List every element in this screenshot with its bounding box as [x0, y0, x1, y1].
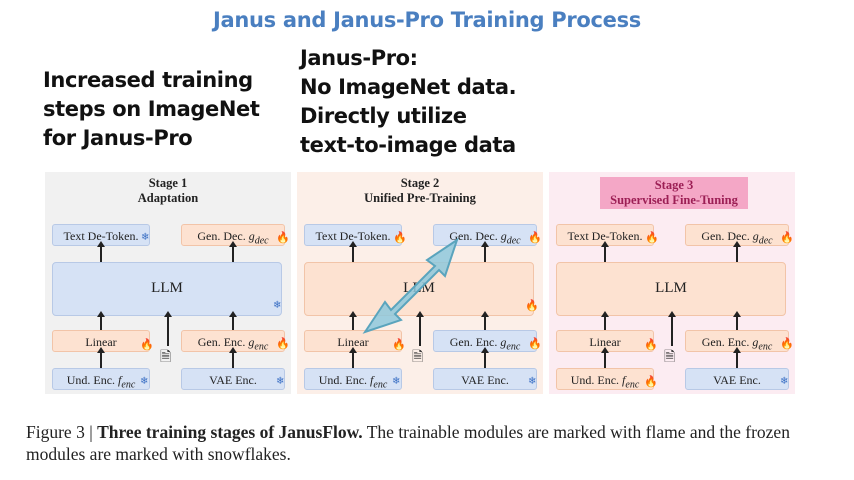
- annotation-line: Directly utilize: [300, 104, 467, 128]
- und-enc-box: Und. Enc. fenc: [52, 368, 150, 390]
- annotation-line: for Janus-Pro: [43, 126, 193, 150]
- flame-icon: 🔥: [780, 232, 794, 244]
- document-icon: 🗎: [412, 350, 424, 365]
- und-enc-box: Und. Enc. fenc: [304, 368, 402, 390]
- flame-icon: 🔥: [525, 300, 539, 312]
- snowflake-icon: ❄: [141, 232, 150, 243]
- snowflake-icon: ❄: [392, 376, 401, 387]
- annotation-line: No ImageNet data.: [300, 75, 517, 99]
- annotation-line: Increased training: [43, 68, 253, 92]
- flame-icon: 🔥: [276, 338, 290, 350]
- annotation-line: Janus-Pro:: [300, 46, 418, 70]
- flame-icon: 🔥: [645, 232, 659, 244]
- annotation-line: steps on ImageNet: [43, 97, 260, 121]
- snowflake-icon: ❄: [276, 376, 285, 387]
- flame-icon: 🔥: [528, 232, 542, 244]
- text-detoken-box: Text De-Token.: [304, 224, 402, 246]
- flame-icon: 🔥: [393, 232, 407, 244]
- vae-enc-box: VAE Enc.: [685, 368, 789, 390]
- flame-icon: 🔥: [392, 339, 406, 351]
- snowflake-icon: ❄: [528, 376, 537, 387]
- llm-box: LLM: [556, 262, 786, 316]
- flame-icon: 🔥: [780, 338, 794, 350]
- llm-box: LLM: [52, 262, 282, 316]
- left-annotation: Increased training steps on ImageNet for…: [43, 66, 260, 153]
- flame-icon: 🔥: [276, 232, 290, 244]
- flame-icon: 🔥: [528, 338, 542, 350]
- und-enc-box: Und. Enc. fenc: [556, 368, 654, 390]
- page-title: Janus and Janus-Pro Training Process: [213, 8, 641, 32]
- vae-enc-box: VAE Enc.: [181, 368, 285, 390]
- figure-caption: Figure 3 | Three training stages of Janu…: [26, 422, 790, 464]
- gen-enc-box: Gen. Enc. genc: [685, 330, 789, 352]
- snowflake-icon: ❄: [140, 376, 149, 387]
- text-detoken-box: Text De-Token.: [556, 224, 654, 246]
- vae-enc-box: VAE Enc.: [433, 368, 537, 390]
- flame-icon: 🔥: [644, 376, 658, 388]
- right-annotation: Janus-Pro: No ImageNet data. Directly ut…: [300, 44, 517, 160]
- gen-dec-box: Gen. Dec. gdec: [181, 224, 285, 246]
- gen-enc-box: Gen. Enc. genc: [181, 330, 285, 352]
- document-icon: 🗎: [664, 350, 676, 365]
- document-icon: 🗎: [160, 350, 172, 365]
- snowflake-icon: ❄: [273, 300, 282, 311]
- double-arrow-annotation: [362, 237, 459, 334]
- gen-enc-box: Gen. Enc. genc: [433, 330, 537, 352]
- flame-icon: 🔥: [644, 339, 658, 351]
- annotation-line: text-to-image data: [300, 133, 516, 157]
- snowflake-icon: ❄: [780, 376, 789, 387]
- flame-icon: 🔥: [140, 339, 154, 351]
